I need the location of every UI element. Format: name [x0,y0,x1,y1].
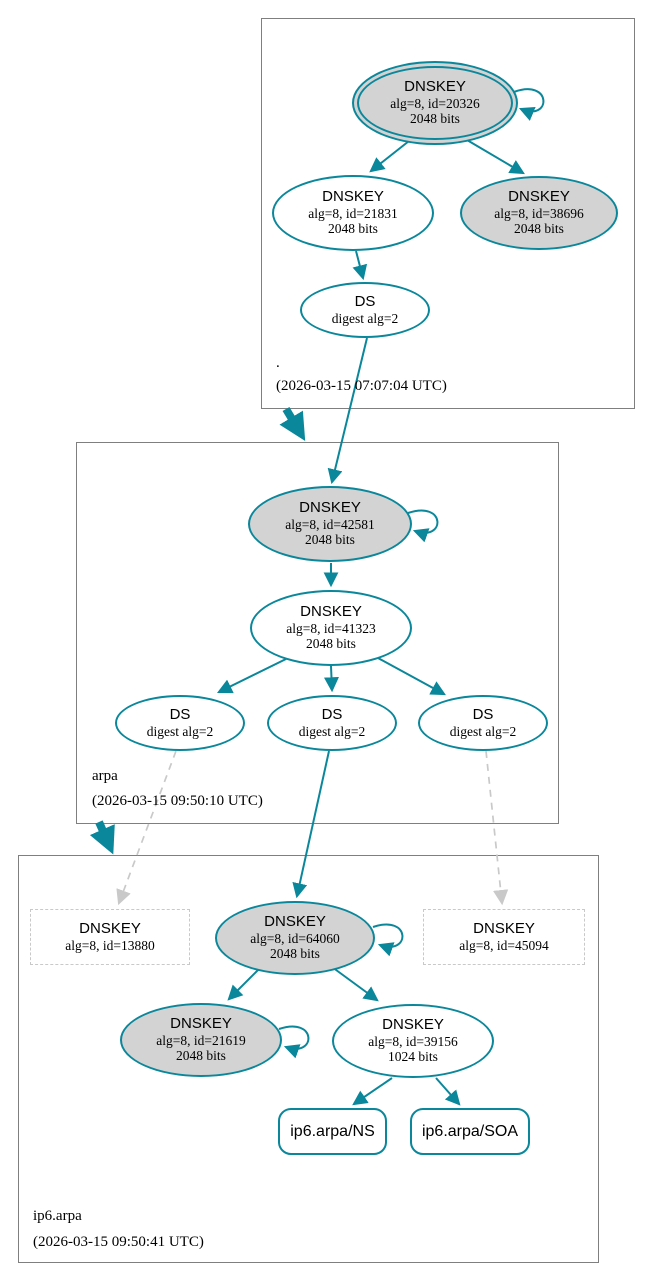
node-bits: 2048 bits [305,532,355,548]
node-detail: digest alg=2 [298,723,366,739]
node-title: DNSKEY [170,1015,232,1033]
zone-timestamp-arpa: (2026-03-15 09:50:10 UTC) [92,793,263,809]
node-detail: alg=8, id=13880 [65,937,155,953]
node-detail: alg=8, id=42581 [285,517,375,533]
node-title: DNSKEY [79,920,141,938]
dnskey-node-38696[interactable]: DNSKEY alg=8, id=38696 2048 bits [460,176,618,250]
ds-node-root[interactable]: DS digest alg=2 [300,282,430,338]
node-title: DNSKEY [508,188,570,206]
zone-timestamp-root: (2026-03-15 07:07:04 UTC) [276,378,447,394]
node-detail: digest alg=2 [331,310,399,326]
dnskey-node-45094-insecure[interactable]: DNSKEY alg=8, id=45094 [423,909,585,965]
node-detail: alg=8, id=21619 [156,1033,246,1049]
node-detail: alg=8, id=38696 [494,206,584,222]
node-detail: alg=8, id=21831 [308,206,398,222]
node-detail: alg=8, id=41323 [286,621,376,637]
edge-delegation-root-arpa [279,406,306,441]
zone-name-ip6arpa: ip6.arpa [33,1208,82,1224]
zone-name-arpa: arpa [92,768,118,784]
dnskey-node-21831[interactable]: DNSKEY alg=8, id=21831 2048 bits [272,175,434,251]
node-detail: digest alg=2 [449,723,517,739]
node-title: DS [472,706,494,724]
node-title: DNSKEY [322,188,384,206]
node-title: DNSKEY [300,603,362,621]
dnskey-node-13880-insecure[interactable]: DNSKEY alg=8, id=13880 [30,909,190,965]
rrset-label: ip6.arpa/SOA [421,1122,519,1140]
node-title: DNSKEY [473,920,535,938]
node-detail: alg=8, id=20326 [390,96,480,112]
dnskey-node-21619-ksk[interactable]: DNSKEY alg=8, id=21619 2048 bits [120,1003,282,1077]
rrset-node-ip6arpa-soa[interactable]: ip6.arpa/SOA [410,1108,530,1155]
node-detail: alg=8, id=39156 [368,1034,458,1050]
node-title: DS [354,293,376,311]
node-title: DNSKEY [299,499,361,517]
edge-delegation-arpa-ip6arpa [89,820,115,855]
zone-timestamp-ip6arpa: (2026-03-15 09:50:41 UTC) [33,1234,204,1250]
node-title: DNSKEY [264,913,326,931]
dnskey-node-64060-ksk[interactable]: DNSKEY alg=8, id=64060 2048 bits [215,901,375,975]
node-title: DS [169,706,191,724]
rrset-label: ip6.arpa/NS [290,1122,375,1140]
node-bits: 2048 bits [270,946,320,962]
ds-node-arpa-2[interactable]: DS digest alg=2 [267,695,397,751]
rrset-node-ip6arpa-ns[interactable]: ip6.arpa/NS [278,1108,387,1155]
node-title: DNSKEY [404,78,466,96]
dnskey-node-39156[interactable]: DNSKEY alg=8, id=39156 1024 bits [332,1004,494,1078]
node-title: DNSKEY [382,1016,444,1034]
ds-node-arpa-1[interactable]: DS digest alg=2 [115,695,245,751]
node-bits: 2048 bits [410,111,460,127]
node-bits: 2048 bits [514,221,564,237]
dnskey-node-42581-ksk[interactable]: DNSKEY alg=8, id=42581 2048 bits [248,486,412,562]
dnskey-node-41323[interactable]: DNSKEY alg=8, id=41323 2048 bits [250,590,412,666]
node-title: DS [321,706,343,724]
node-bits: 1024 bits [388,1049,438,1065]
node-detail: digest alg=2 [146,723,214,739]
node-detail: alg=8, id=45094 [459,937,549,953]
node-bits: 2048 bits [176,1048,226,1064]
node-bits: 2048 bits [328,221,378,237]
zone-name-root: . [276,355,280,371]
node-detail: alg=8, id=64060 [250,931,340,947]
ds-node-arpa-3[interactable]: DS digest alg=2 [418,695,548,751]
dnskey-node-20326-ksk[interactable]: DNSKEY alg=8, id=20326 2048 bits [352,61,518,145]
zone-box-root [261,18,635,409]
node-bits: 2048 bits [306,636,356,652]
